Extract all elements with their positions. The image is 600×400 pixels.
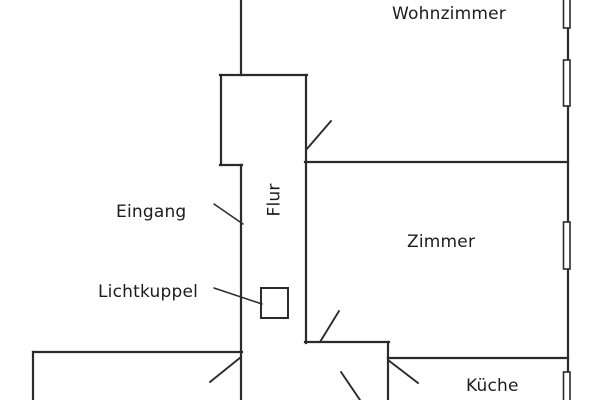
room-label-zimmer: Zimmer <box>407 232 476 252</box>
door-swing-kueche <box>387 359 419 384</box>
door-swing-left-room <box>209 356 242 383</box>
room-label-kueche: Küche <box>466 376 519 396</box>
wall-group <box>31 0 570 400</box>
lichtkuppel-icon <box>260 287 289 319</box>
annotation-label-lichtkuppel: Lichtkuppel <box>98 282 199 302</box>
window-zimmer <box>562 221 571 270</box>
room-label-flur: Flur <box>264 183 285 217</box>
door-swing-zimmer <box>319 310 340 343</box>
window-wohnzimmer-lower <box>562 59 571 107</box>
annotation-label-eingang: Eingang <box>116 202 187 222</box>
room-label-wohnzimmer: Wohnzimmer <box>392 4 506 24</box>
door-swing-group <box>209 120 419 400</box>
door-swing-wohnzimmer <box>305 120 332 151</box>
door-swing-corridor-bottom <box>340 371 361 400</box>
leader-line-eingang <box>213 203 244 225</box>
window-group <box>562 0 571 400</box>
leader-line-group <box>213 203 263 305</box>
window-wohnzimmer-upper <box>562 0 571 29</box>
fixture-group <box>260 287 289 319</box>
window-kueche <box>562 371 571 400</box>
leader-line-lichtkuppel <box>213 287 263 305</box>
